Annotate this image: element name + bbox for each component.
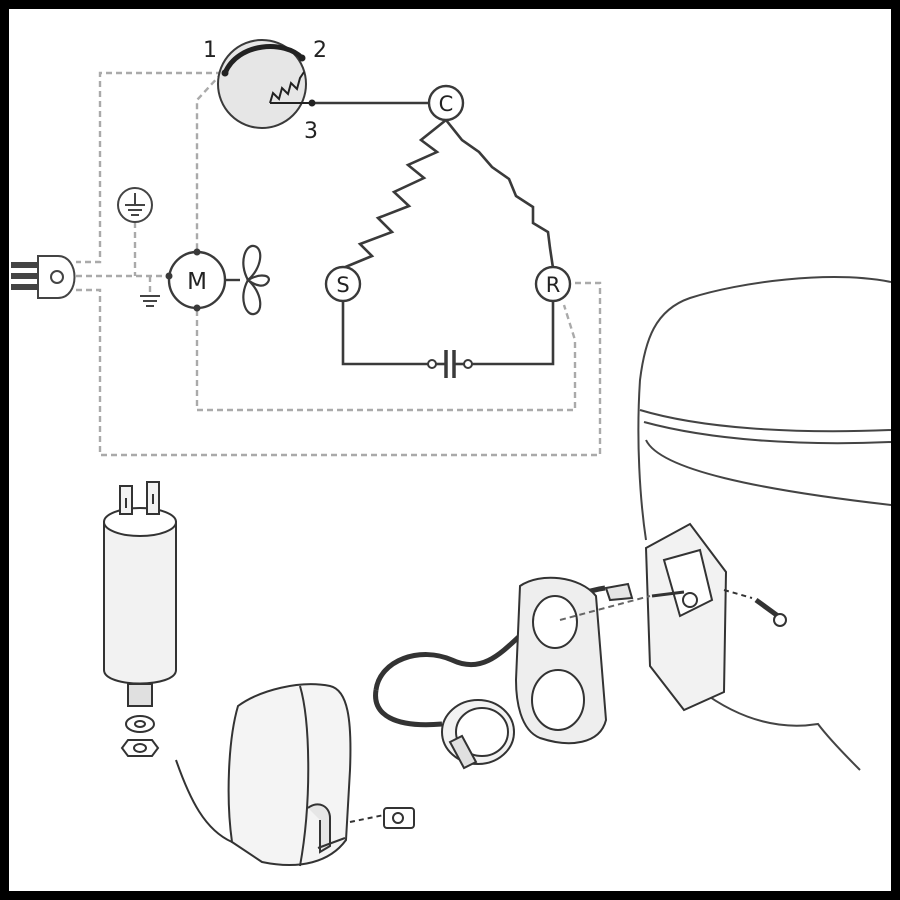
fan-motor-icon: M: [165, 248, 240, 312]
ground-icon: [117, 187, 153, 223]
compressor-icon: [637, 276, 892, 771]
plug-icon: [11, 255, 76, 299]
run-capacitor-icon: [103, 481, 177, 757]
terminal-common: C: [427, 84, 465, 122]
terminal-start: S: [324, 265, 362, 303]
diagram-panel: [9, 9, 891, 891]
terminal-bracket-icon: [604, 522, 728, 712]
thermostat-terminal-1-label: 1: [203, 38, 217, 63]
schematic: 1 2 3 C S R: [11, 38, 602, 457]
capacitor-symbol-icon: [427, 350, 473, 378]
terminal-cover-icon: [175, 683, 415, 867]
screw-icon: [559, 589, 787, 627]
terminal-common-label: C: [439, 92, 454, 116]
fan-motor-label: M: [187, 269, 207, 295]
gasket-icon: [514, 576, 608, 745]
thermostat-icon: [217, 39, 316, 129]
thermostat-terminal-3-label: 3: [304, 119, 318, 144]
chassis-ground-icon: [140, 295, 160, 307]
terminal-run: R: [534, 265, 572, 303]
compressor-wiring: [312, 101, 555, 366]
terminal-run-label: R: [546, 273, 561, 297]
terminal-start-label: S: [336, 273, 349, 297]
fan-blade-icon: [242, 244, 270, 316]
thermostat-terminal-2-label: 2: [313, 38, 327, 63]
